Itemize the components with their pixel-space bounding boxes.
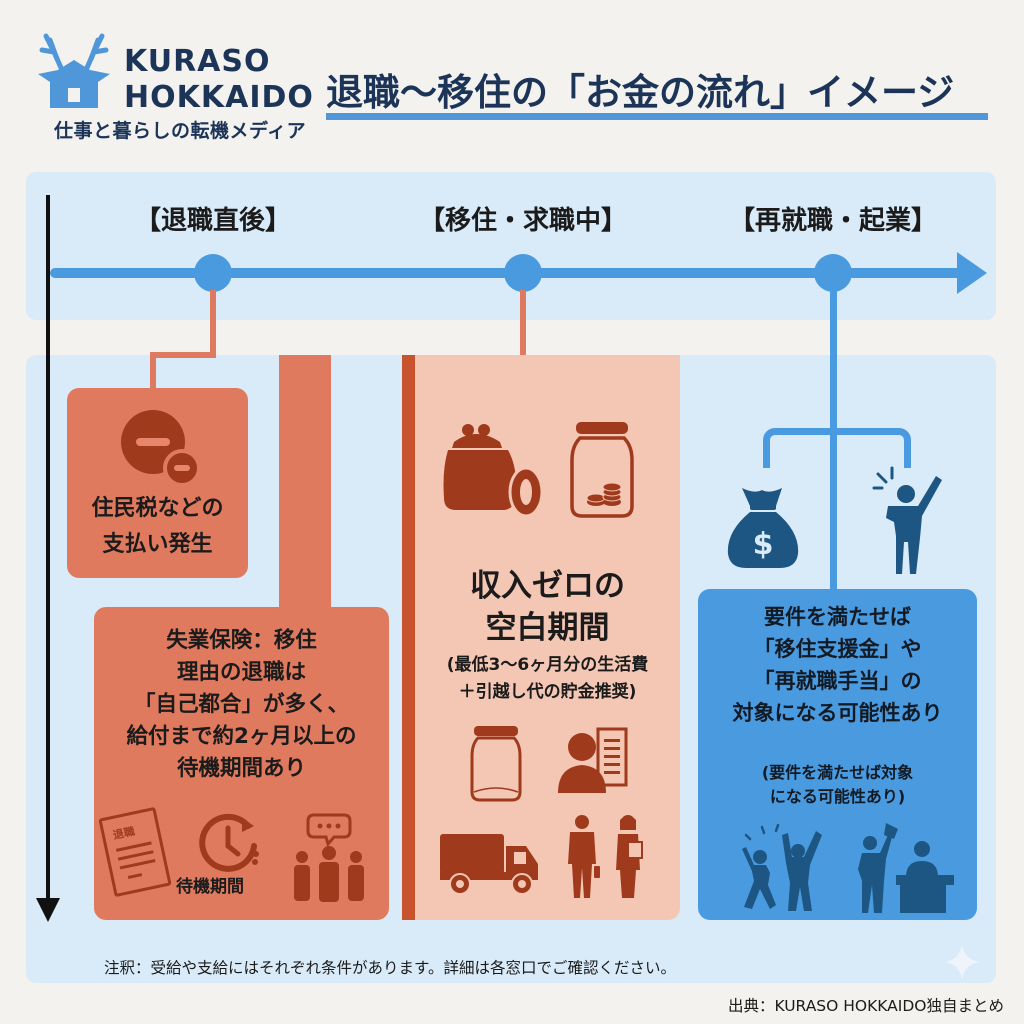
resignation-letter-icon: 退職 [98, 806, 172, 898]
arrow-down-icon [36, 898, 60, 922]
card3-sub-line-2: になる可能性あり) [769, 787, 906, 806]
award-ceremony-icon [858, 823, 954, 913]
time-flow-arrow [46, 195, 50, 900]
timeline-node-1 [194, 254, 232, 292]
savings-line-2: ＋引越し代の貯金推奨) [458, 682, 637, 702]
timeline-node-2 [504, 254, 542, 292]
savings-recommendation: (最低3〜6ヶ月分の生活費 ＋引越し代の貯金推奨) [415, 652, 680, 706]
celebrating-person-icon [872, 466, 942, 574]
card2-line-1: 失業保険：移住 [166, 628, 317, 653]
waiting-period-caption: 待機期間 [176, 877, 244, 897]
connector-node3-stem [830, 290, 837, 590]
clock-icon [199, 813, 259, 872]
card2-line-4: 給付まで約2ヶ月以上の [126, 724, 357, 749]
coin-purse-zero-icon [443, 424, 544, 518]
svg-text:$: $ [753, 527, 774, 562]
timeline-node-3 [814, 254, 852, 292]
footnote: 注釈：受給や支給にはそれぞれ条件があります。詳細は各窓口でご確認ください。 [104, 959, 676, 977]
logo-line-2: HOKKAIDO [124, 80, 314, 115]
savings-line-1: (最低3〜6ヶ月分の生活費 [446, 655, 649, 675]
group-discussion-icon [294, 813, 364, 902]
unemployment-period-bar [279, 355, 331, 615]
logo-wordmark: KURASO HOKKAIDO [124, 44, 314, 116]
card-support-benefits: 要件を満たせば 「移住支援金」や 「再就職手当」の 対象になる可能性あり (要件… [698, 589, 977, 920]
money-bag-icon: $ [727, 488, 799, 568]
logo-tagline: 仕事と暮らしの転機メディア [54, 120, 307, 142]
source-credit: 出典：KURASO HOKKAIDO独自まとめ [727, 997, 1004, 1015]
card1-line-1: 住民税などの [91, 496, 224, 521]
sparkle-icon [944, 944, 980, 980]
income-gap-heading-line-2: 空白期間 [485, 610, 610, 646]
phase-label-after-resignation: 【退職直後】 [134, 206, 292, 236]
card3-line-2: 「移住支援金」や [753, 637, 922, 661]
empty-jar-icon [470, 726, 522, 802]
title-underline [326, 113, 988, 120]
connector-node1-stem [210, 290, 216, 358]
phase-label-relocation: 【移住・求職中】 [418, 206, 628, 236]
resume-icon [558, 727, 628, 793]
connector-node1-elbow [150, 352, 216, 358]
card3-line-3: 「再就職手当」の [753, 669, 922, 693]
jar-few-coins-icon [570, 422, 634, 518]
card-resident-tax: 住民税などの 支払い発生 [67, 388, 248, 578]
celebrating-people-icon [742, 823, 822, 911]
card2-line-3: 「自己都合」が多く、 [133, 692, 349, 717]
letter-label: 退職 [111, 824, 137, 843]
income-gap-heading: 収入ゼロの 空白期間 [415, 565, 680, 649]
card2-line-2: 理由の退職は [176, 660, 306, 685]
card1-line-2: 支払い発生 [102, 532, 213, 557]
job-interview-people-icon [568, 815, 643, 898]
page-title: 退職〜移住の「お金の流れ」イメージ [326, 71, 955, 114]
phase-label-reemployment: 【再就職・起業】 [728, 206, 938, 236]
income-gap-stripe [402, 355, 415, 920]
connector-node1-drop [150, 352, 156, 390]
card3-sub-line-1: (要件を満たせば対象 [761, 763, 914, 782]
timeline-band [26, 172, 996, 320]
minus-coin-icon [121, 410, 201, 486]
card-unemployment-insurance: 失業保険：移住 理由の退職は 「自己都合」が多く、 給付まで約2ヶ月以上の 待機… [94, 607, 389, 920]
timeline-arrowhead-icon [957, 252, 987, 294]
income-gap-heading-line-1: 収入ゼロの [470, 568, 625, 604]
card3-line-1: 要件を満たせば [764, 605, 911, 629]
connector-node3-branch [763, 428, 911, 468]
moving-truck-icon [440, 834, 538, 895]
logo-deer-house-icon [36, 30, 112, 110]
card2-line-5: 待機期間あり [176, 756, 306, 781]
logo-line-1: KURASO [124, 44, 271, 79]
card3-line-4: 対象になる可能性あり [732, 701, 943, 725]
connector-node2-stem [520, 290, 526, 356]
